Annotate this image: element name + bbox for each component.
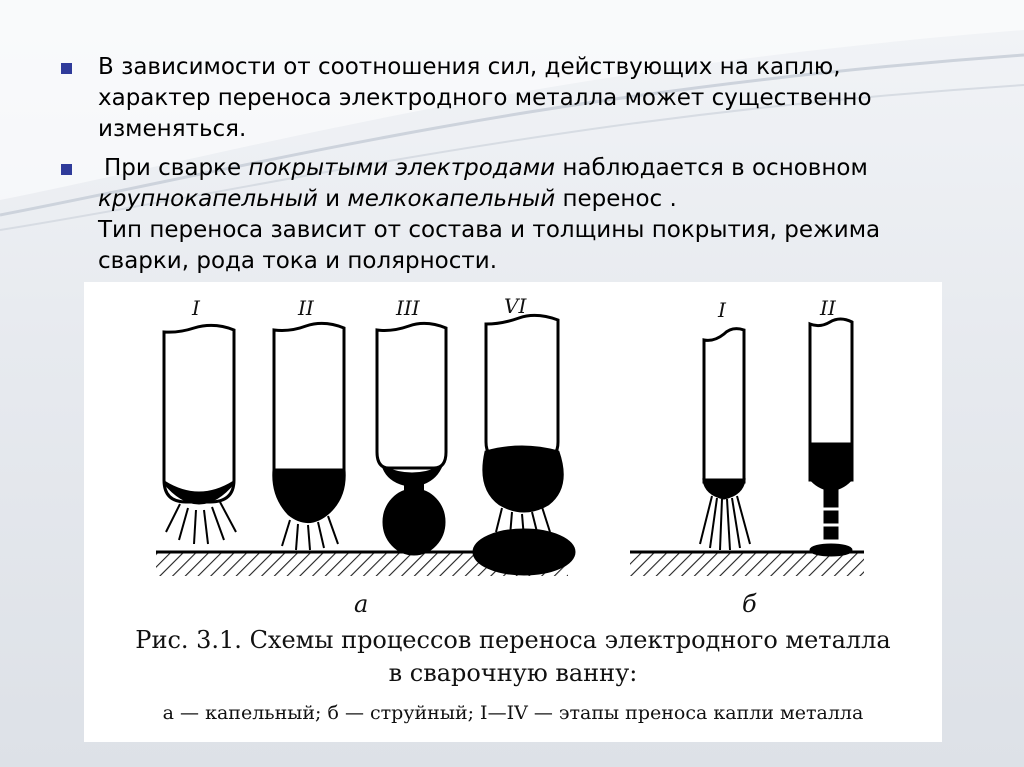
bullet-square-icon [61,63,72,74]
bullet-item-1: В зависимости от соотношения сил, действ… [58,52,978,145]
bullet-2-text-and: и [317,186,348,212]
bullet-2-line-2: крупнокапельный и мелкокапельный перенос… [98,184,978,215]
stage-label-a-1: I [192,296,200,320]
stage-label-a-4: VI [504,294,527,318]
electrode-a-III [375,321,448,556]
stage-label-b-2: II [820,296,836,320]
bullet-2-text-c: наблюдается в основном [555,155,868,181]
electrode-b-II [808,317,854,557]
bullet-item-2: При сварке покрытыми электродами наблюда… [58,153,978,277]
electrode-a-I [162,323,237,545]
bullet-1-line-3: изменяться. [98,116,247,142]
stage-label-b-1: I [718,298,726,322]
bullet-2-text-a: При сварке [104,155,249,181]
bullet-2-line-4: сварки, рода тока и полярности. [98,248,498,274]
bullet-2-term-large-drop: крупнокапельный [98,186,318,212]
bullet-2-term-coated-electrodes: покрытыми электродами [248,155,556,181]
figure-metal-transfer: I II III VI I II а б Рис. 3.1. Схемы про… [84,282,942,742]
stage-label-a-2: II [298,296,314,320]
bullet-square-icon [61,164,72,175]
electrode-a-II [272,321,346,551]
figure-caption-legend: а — капельный; б — струйный; I—IV — этап… [162,702,864,724]
sublabel-a: а [354,590,369,618]
sublabel-b: б [742,590,757,618]
bullet-1-line-1: В зависимости от соотношения сил, действ… [98,54,841,80]
stage-label-a-3: III [396,296,420,320]
bullet-2-line-1: При сварке покрытыми электродами наблюда… [98,153,978,184]
electrode-b-I [699,327,751,551]
bullet-2-line-3: Тип переноса зависит от состава и толщин… [98,217,881,243]
figure-caption-line-2: в сварочную ванну: [388,659,638,687]
electrode-a-VI [472,313,576,576]
metal-transfer-diagram [156,313,864,576]
bullet-1-line-2: характер переноса электродного металла м… [98,85,872,111]
figure-caption-line-1: Рис. 3.1. Схемы процессов переноса элект… [135,626,891,654]
bullet-2-text-transfer: перенос . [555,186,677,212]
bullet-list: В зависимости от соотношения сил, действ… [58,52,978,277]
bullet-2-term-fine-drop: мелкокапельный [347,186,556,212]
